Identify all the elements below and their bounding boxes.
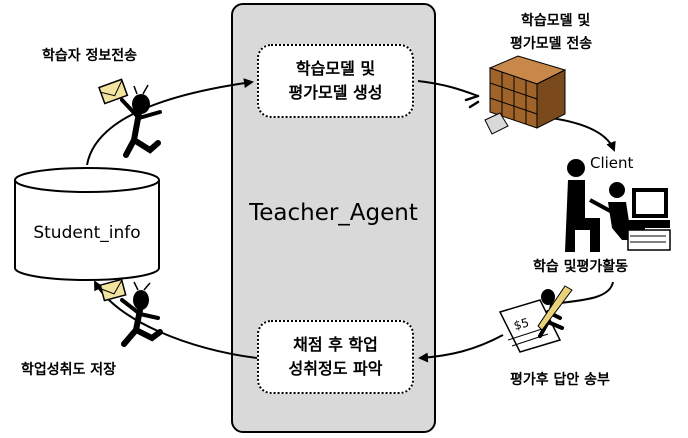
caption-send-info: 학습자 정보전송 xyxy=(42,48,138,64)
caption-client: Client xyxy=(590,154,634,172)
grading-box: 채점 후 학업 성취정도 파악 xyxy=(257,320,414,394)
grading-line2: 성취정도 파악 xyxy=(288,359,383,378)
caption-model-send-line1: 학습모델 및 xyxy=(521,13,591,29)
arrow-model-to-cabinet xyxy=(417,80,479,97)
model-generation-line2: 평가모델 생성 xyxy=(288,83,383,102)
file-cabinet-icon xyxy=(464,55,567,135)
running-messenger-icon xyxy=(99,278,163,347)
caption-save: 학업성취도 저장 xyxy=(21,362,117,378)
caption-activity: 학습 및평가활동 xyxy=(533,259,629,275)
database-cylinder xyxy=(14,167,160,281)
running-messenger-icon xyxy=(98,78,162,158)
computer-users-icon xyxy=(565,159,671,252)
grading-line1: 채점 후 학업 xyxy=(293,335,378,354)
model-generation-line1: 학습모델 및 xyxy=(295,59,376,78)
caption-model-send-line2: 평가모델 전송 xyxy=(510,36,593,52)
model-generation-box: 학습모델 및 평가모델 생성 xyxy=(257,44,414,118)
student-info-label: Student_info xyxy=(33,223,141,243)
arrow-answer-to-grading xyxy=(418,334,504,363)
caption-answer-send: 평가후 답안 송부 xyxy=(510,372,610,388)
teacher-agent-label: Teacher_Agent xyxy=(249,200,418,226)
arrow-client-to-paper xyxy=(559,281,614,304)
paper-pencil-icon: $5 xyxy=(498,285,573,353)
svg-text:$5: $5 xyxy=(512,315,530,332)
